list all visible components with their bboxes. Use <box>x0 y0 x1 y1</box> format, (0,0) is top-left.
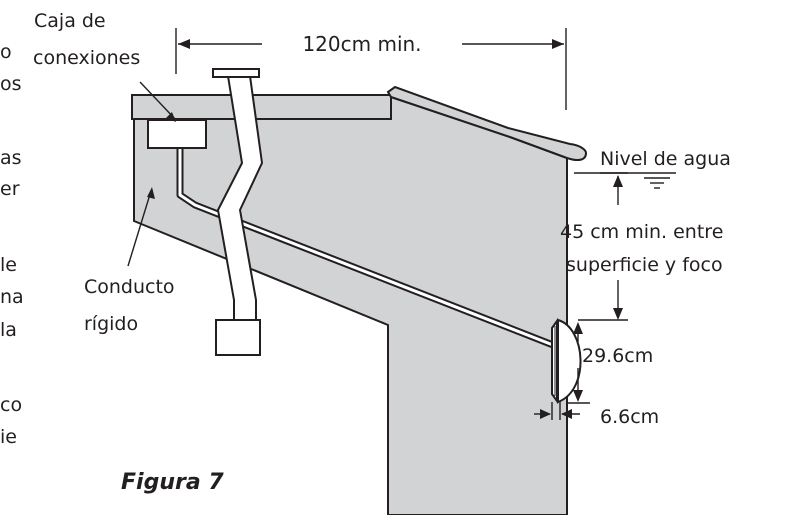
cropped-text-fragment-4: er <box>0 178 20 200</box>
light-depth-label: 6.6cm <box>600 406 659 428</box>
conduit-label-line2: rígido <box>84 313 138 335</box>
rod-cap <box>212 68 260 78</box>
pool-coping <box>386 85 588 162</box>
junction-box-label-line1: Caja de <box>34 10 106 32</box>
junction-box <box>147 119 207 149</box>
light-depth-dimension <box>534 402 580 420</box>
cropped-text-fragment-9: ie <box>0 426 17 448</box>
conduit-leader <box>127 187 155 267</box>
depth-dimension <box>578 175 628 321</box>
depth-label-line2: superficie y foco <box>566 254 723 276</box>
deck-width-label: 120cm min. <box>302 32 421 56</box>
cropped-text-fragment-5: le <box>0 254 17 276</box>
figure-caption: Figura 7 <box>121 470 224 495</box>
water-level-symbol <box>574 172 676 189</box>
cropped-text-fragment-6: na <box>0 286 24 308</box>
rigid-conduit <box>176 141 557 349</box>
deck-slab <box>131 94 392 120</box>
depth-label-line1: 45 cm min. entre <box>560 221 723 243</box>
conduit-label-line1: Conducto <box>84 276 175 298</box>
pool-light <box>551 317 582 405</box>
deck-width-dimension <box>175 28 567 110</box>
cropped-left-text: o os as er le na la co ie <box>0 41 24 448</box>
water-level-label: Nivel de agua <box>600 148 731 170</box>
cropped-text-fragment-3: as <box>0 147 22 169</box>
cropped-text-fragment-7: la <box>0 319 17 341</box>
pool-wall <box>133 95 568 515</box>
rod-weight-block <box>215 319 261 356</box>
light-height-label: 29.6cm <box>582 345 653 367</box>
cropped-text-fragment-8: co <box>0 394 22 416</box>
cropped-text-fragment-2: os <box>0 73 22 95</box>
light-height-dimension <box>566 322 590 404</box>
pool-light-lens <box>557 318 582 404</box>
junction-box-leader <box>139 81 177 122</box>
junction-box-label-line2: conexiones <box>33 47 140 69</box>
cropped-text-fragment-1: o <box>0 41 12 63</box>
